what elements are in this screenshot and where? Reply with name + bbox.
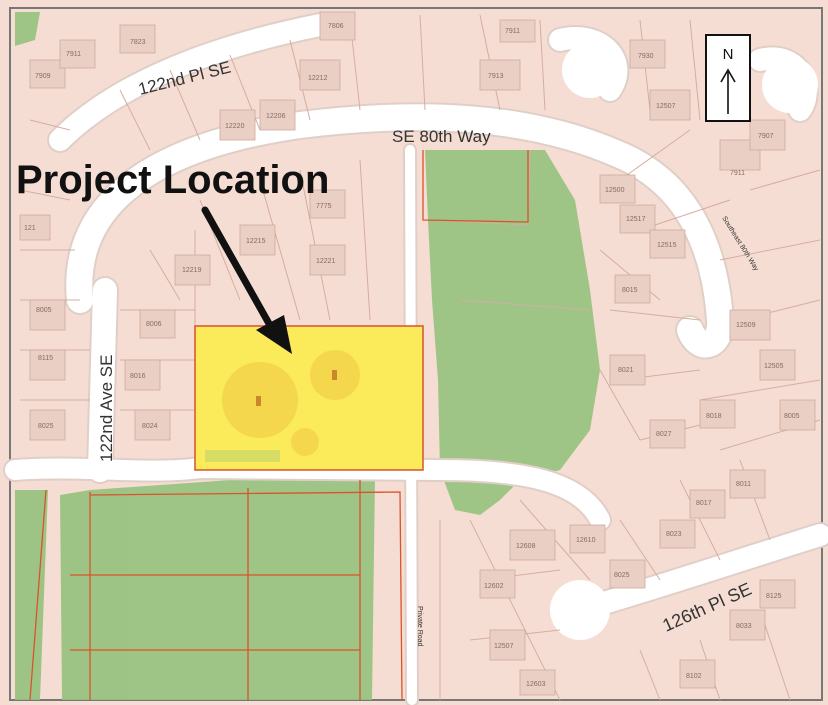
green-space — [15, 12, 600, 700]
svg-text:12500: 12500 — [605, 187, 625, 194]
svg-text:8021: 8021 — [618, 367, 634, 374]
svg-text:121: 121 — [24, 225, 36, 232]
structure-marker — [256, 396, 261, 406]
svg-text:12215: 12215 — [246, 238, 266, 245]
svg-text:12219: 12219 — [182, 267, 202, 274]
structure-marker — [332, 370, 337, 380]
svg-text:8025: 8025 — [614, 572, 630, 579]
svg-text:8018: 8018 — [706, 413, 722, 420]
green-space-sw-edge — [15, 490, 48, 700]
svg-text:7909: 7909 — [35, 73, 51, 80]
north-arrow: N — [705, 34, 751, 122]
svg-text:8005: 8005 — [36, 307, 52, 314]
svg-text:8115: 8115 — [38, 355, 53, 362]
svg-text:12608: 12608 — [516, 543, 536, 550]
svg-text:12221: 12221 — [316, 258, 336, 265]
svg-text:12220: 12220 — [225, 123, 245, 130]
roads-fill — [5, 14, 828, 705]
svg-text:8024: 8024 — [142, 423, 158, 430]
svg-text:12206: 12206 — [266, 113, 286, 120]
street-label-se-80th-way: SE 80th Way — [392, 127, 491, 146]
svg-text:12507: 12507 — [656, 103, 676, 110]
svg-text:8006: 8006 — [146, 321, 162, 328]
buildings — [19, 11, 816, 696]
svg-text:7911: 7911 — [730, 170, 745, 177]
svg-text:12517: 12517 — [626, 216, 646, 223]
svg-text:12603: 12603 — [526, 681, 546, 688]
svg-text:12610: 12610 — [576, 537, 596, 544]
svg-text:7806: 7806 — [328, 23, 344, 30]
svg-text:7930: 7930 — [638, 53, 654, 60]
green-space-nw — [15, 12, 40, 46]
svg-text:8033: 8033 — [736, 623, 752, 630]
svg-text:12505: 12505 — [764, 363, 784, 370]
svg-text:8005: 8005 — [784, 413, 800, 420]
svg-text:8015: 8015 — [622, 287, 638, 294]
svg-text:7911: 7911 — [66, 51, 81, 58]
north-arrow-icon — [720, 68, 736, 114]
north-letter: N — [722, 46, 734, 63]
project-arrow — [201, 206, 292, 354]
svg-text:8016: 8016 — [130, 373, 146, 380]
street-label-122nd-ave: 122nd Ave SE — [97, 355, 116, 462]
green-space-south — [60, 475, 375, 700]
svg-text:7775: 7775 — [316, 203, 332, 210]
svg-text:12509: 12509 — [736, 322, 756, 329]
driveway-strip — [205, 450, 280, 462]
svg-text:8027: 8027 — [656, 431, 672, 438]
svg-text:12602: 12602 — [484, 583, 504, 590]
svg-text:7913: 7913 — [488, 73, 504, 80]
svg-text:12212: 12212 — [308, 75, 328, 82]
arrow-shaft — [201, 206, 280, 340]
svg-text:8025: 8025 — [38, 423, 54, 430]
green-space-center — [425, 150, 600, 515]
svg-text:8102: 8102 — [686, 673, 702, 680]
project-location-label: Project Location — [16, 158, 330, 202]
svg-text:12507: 12507 — [494, 643, 514, 650]
project-site[interactable] — [194, 325, 424, 471]
svg-text:8125: 8125 — [766, 593, 782, 600]
tree-canopy — [291, 428, 319, 456]
svg-text:12515: 12515 — [657, 242, 677, 249]
svg-text:7907: 7907 — [758, 133, 774, 140]
svg-text:8023: 8023 — [666, 531, 682, 538]
svg-text:8011: 8011 — [736, 481, 751, 488]
lot-numbers: 7823 7911 7909 7806 7911 7913 7930 12507… — [24, 23, 800, 688]
svg-text:8017: 8017 — [696, 500, 712, 507]
street-label-private-road: Private Road — [416, 606, 423, 647]
svg-text:7823: 7823 — [130, 39, 146, 46]
arrow-head — [256, 315, 292, 354]
svg-text:7911: 7911 — [505, 28, 520, 35]
green-parcel-lines — [29, 150, 529, 701]
